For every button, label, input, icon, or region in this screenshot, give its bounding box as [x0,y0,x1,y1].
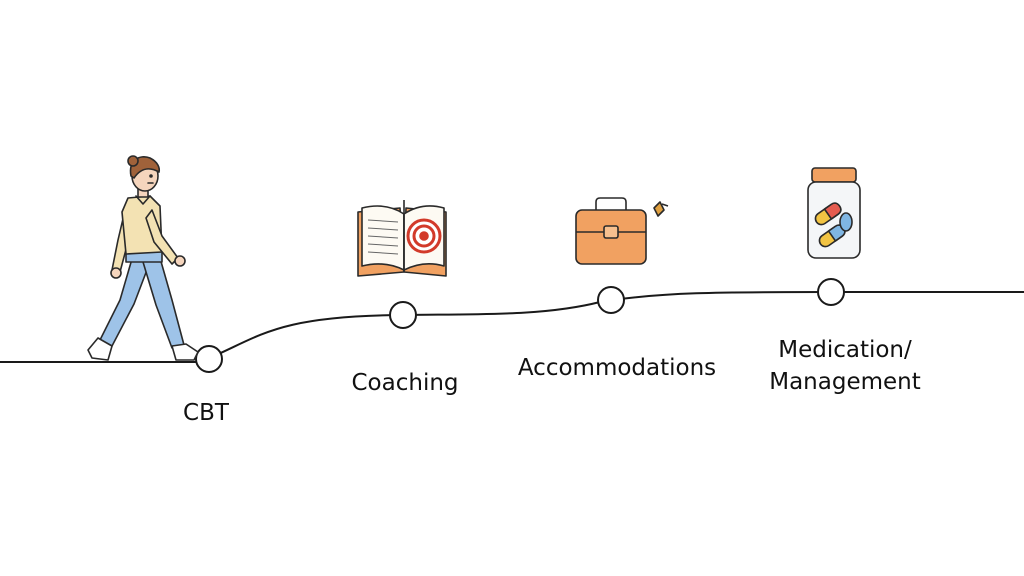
step-label-cbt: CBT [183,400,229,426]
step-label-medication: Medication/ Management [769,334,921,398]
journey-line [0,291,1024,363]
node-medication [817,278,845,306]
briefcase-icon [575,197,669,265]
node-accommodations [597,286,625,314]
walking-person [87,155,199,361]
node-coaching [389,301,417,329]
step-label-coaching: Coaching [351,370,459,396]
step-label-accommodations: Accommodations [517,355,717,381]
book-target-icon [357,200,447,277]
step-label-medication-line1: Medication/ [778,337,912,363]
pill-bottle-icon [807,167,861,259]
node-cbt [195,345,223,373]
step-label-medication-line2: Management [769,369,921,395]
